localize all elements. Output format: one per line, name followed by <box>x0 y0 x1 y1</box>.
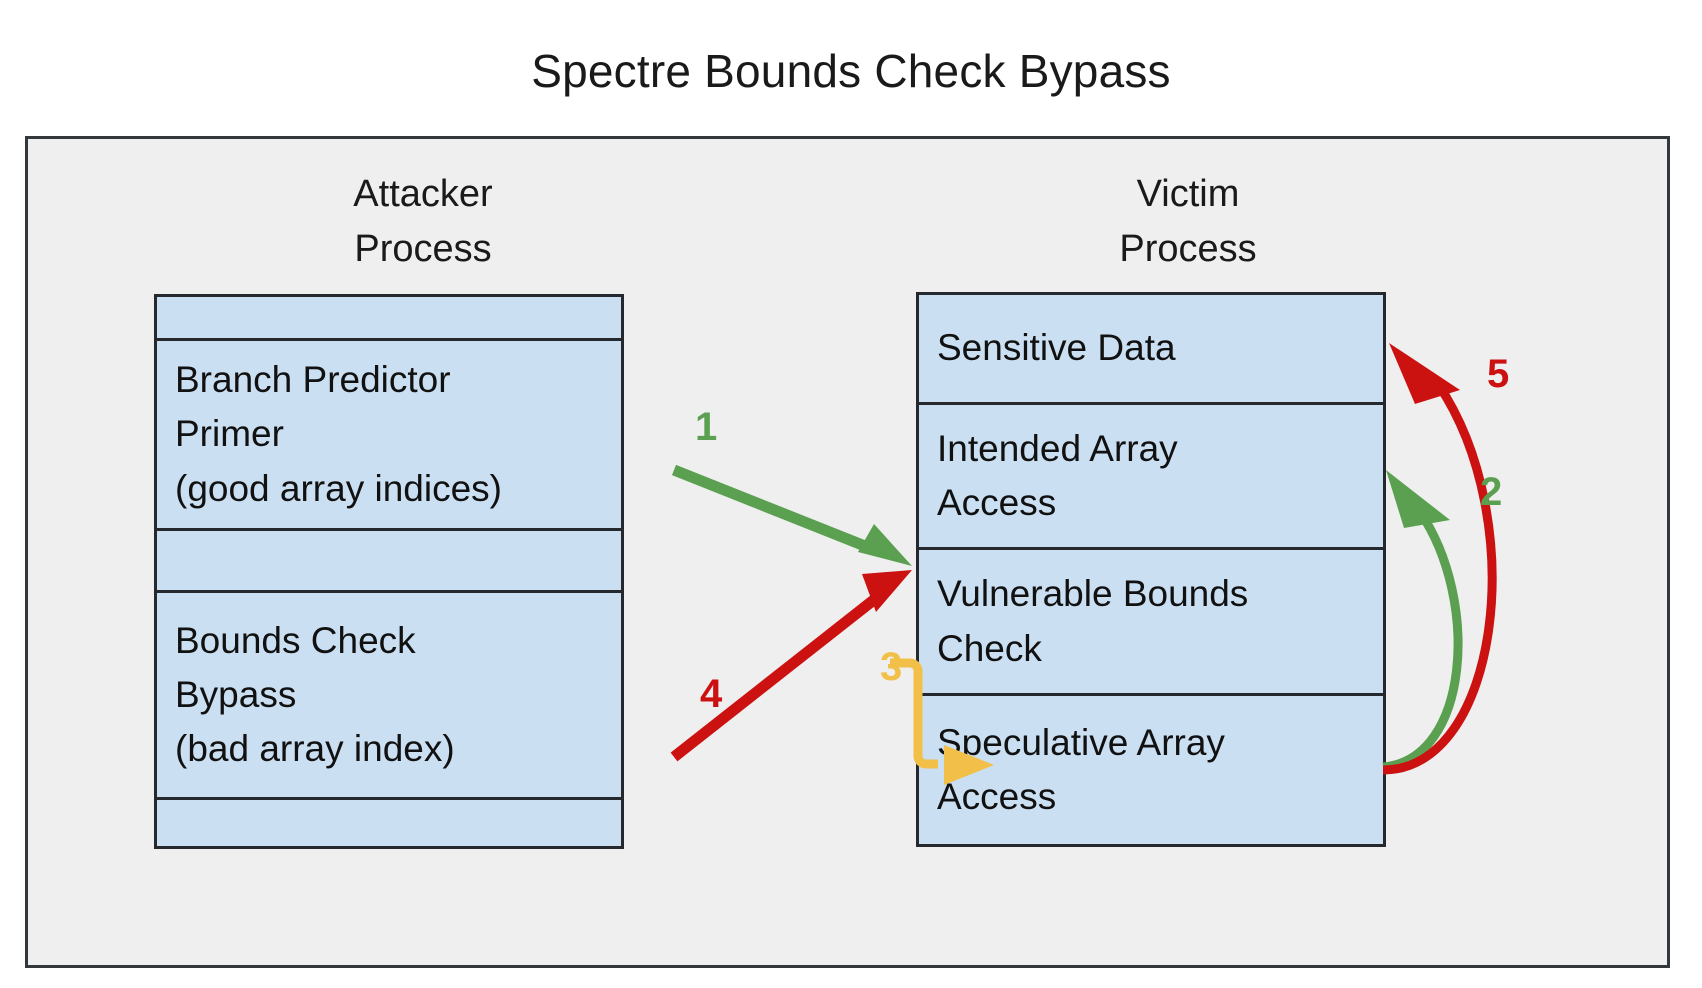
arrow-label-5: 5 <box>1487 352 1510 396</box>
page-title: Spectre Bounds Check Bypass <box>531 45 1171 97</box>
attacker-cell-middle-spacer <box>157 531 621 593</box>
arrow-label-3: 3 <box>880 645 903 689</box>
victim-cell-speculative-array-access[interactable]: Speculative Array Access <box>937 721 1225 817</box>
victim-cell-sensitive-data[interactable]: Sensitive Data <box>919 295 1383 405</box>
victim-process-heading: Victim Process <box>1119 173 1257 271</box>
diagram-frame: Attacker Process Victim Process Branch P… <box>25 136 1670 968</box>
attacker-cell-branch-predictor-primer[interactable]: Branch Predictor Primer (good array indi… <box>157 341 621 531</box>
victim-process-stack: Sensitive Data Intended Array Access Vul… <box>916 292 1386 847</box>
attacker-cell-bottom-spacer <box>157 800 621 846</box>
attacker-cell-bounds-check-bypass[interactable]: Bounds Check Bypass (bad array index) <box>157 593 621 800</box>
arrow-label-4: 4 <box>700 672 723 716</box>
attacker-process-heading: Attacker Process <box>353 173 493 271</box>
arrow-label-2: 2 <box>1480 470 1503 514</box>
victim-cell-intended-array-access[interactable]: Intended Array Access <box>919 405 1383 550</box>
arrow-label-1: 1 <box>695 405 718 449</box>
attacker-process-stack: Branch Predictor Primer (good array indi… <box>154 294 624 849</box>
victim-cell-vulnerable-bounds-check[interactable]: Vulnerable Bounds Check <box>919 550 1383 696</box>
attacker-cell-top-spacer <box>157 297 621 341</box>
